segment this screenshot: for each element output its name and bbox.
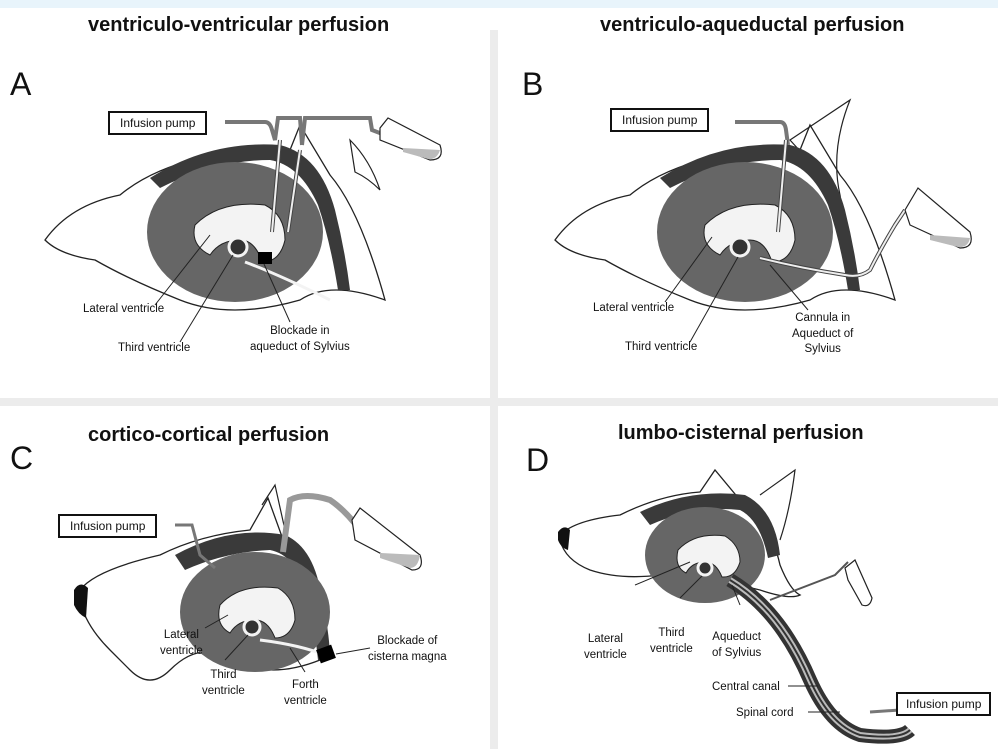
panel-a-third-ventricle-label: Third ventricle [118,341,190,357]
panel-b-cannula-line-3: Sylvius [792,342,853,358]
blockade-marker-a [258,252,272,264]
panel-c-title: cortico-cortical perfusion [88,424,329,447]
panel-c-forth-ventricle-label: Forth ventricle [284,678,327,709]
panel-d-aqueduct-line-2: of Sylvius [712,646,761,662]
panel-a-blockade-label: Blockade in aqueduct of Sylvius [250,324,350,355]
dog-nose-d [558,527,570,550]
dog-nose-c [74,584,88,618]
panel-c-lateral-line-1: Lateral [160,628,203,644]
panel-d-aqueduct-label: Aqueduct of Sylvius [712,630,761,661]
panel-c-third-line-2: ventricle [202,684,245,700]
panel-b-cannula-line-1: Cannula in [792,311,853,327]
panel-c-infusion-pump-box: Infusion pump [58,514,157,538]
panel-b-infusion-pump-box: Infusion pump [610,108,709,132]
panel-d-central-canal-label: Central canal [712,680,780,696]
third-ventricle-shape-a [229,238,247,256]
panel-d-letter: D [526,442,549,479]
dog-ear-a [350,140,380,190]
inflow-tube-a [225,118,302,145]
panel-c-lateral-ventricle-label: Lateral ventricle [160,628,203,659]
panel-c-lateral-line-2: ventricle [160,644,203,660]
panel-d-title: lumbo-cisternal perfusion [618,422,864,445]
panel-d-spinal-cord-label: Spinal cord [736,706,794,722]
panel-d-illustration [558,470,910,737]
panel-c-third-ventricle-label: Third ventricle [202,668,245,699]
panel-d-infusion-pump-box: Infusion pump [896,692,991,716]
panel-c-forth-line-2: ventricle [284,694,327,710]
panel-a-letter: A [10,66,31,103]
panel-c-letter: C [10,440,33,477]
panel-b-lateral-ventricle-label: Lateral ventricle [593,301,674,317]
panel-d-aqueduct-line-1: Aqueduct [712,630,761,646]
panel-d-third-line-2: ventricle [650,642,693,658]
panel-c-third-line-1: Third [202,668,245,684]
panel-d-lateral-ventricle-label: Lateral ventricle [584,632,627,663]
panel-c-blockade-label: Blockade of cisterna magna [368,634,447,665]
third-ventricle-shape-d [698,561,712,575]
panel-a-blockade-line-2: aqueduct of Sylvius [250,340,350,356]
panel-a-infusion-pump-box: Infusion pump [108,111,207,135]
panel-b-third-ventricle-label: Third ventricle [625,340,697,356]
outflow-tube-a [302,118,385,145]
panel-a-title: ventriculo-ventricular perfusion [88,14,389,37]
panel-c-blockade-line-1: Blockade of [368,634,447,650]
panel-c-forth-line-1: Forth [284,678,327,694]
panel-d-third-line-1: Third [650,626,693,642]
panel-b-title: ventriculo-aqueductal perfusion [600,14,904,37]
panel-d-lateral-line-2: ventricle [584,648,627,664]
panel-a-lateral-ventricle-label: Lateral ventricle [83,302,164,318]
collection-tube-d [845,560,872,606]
panel-d-lateral-line-1: Lateral [584,632,627,648]
panel-b-letter: B [522,66,543,103]
inflow-tube-b [735,122,788,145]
panel-b-cannula-line-2: Aqueduct of [792,327,853,343]
panel-d-third-ventricle-label: Third ventricle [650,626,693,657]
panel-c-blockade-line-2: cisterna magna [368,650,447,666]
panel-a-blockade-line-1: Blockade in [250,324,350,340]
third-ventricle-shape-b [731,238,749,256]
third-ventricle-shape-c [244,619,260,635]
dog-ear-c [262,485,285,530]
panel-b-cannula-label: Cannula in Aqueduct of Sylvius [792,311,853,358]
